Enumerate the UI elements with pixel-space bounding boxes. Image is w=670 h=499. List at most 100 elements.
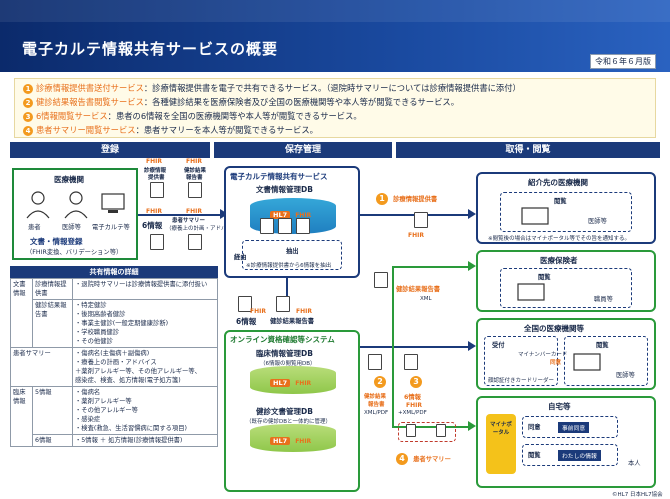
referral-desc-cell: ・退院時サマリーは診療情報提供書に添付扱い — [72, 278, 218, 300]
fhir-label: FHIR — [146, 158, 162, 165]
extract-note: ※診療情報提供書から6情報を抽出 — [246, 263, 332, 269]
smartphone-icon — [486, 414, 516, 474]
number-badge: 4 — [396, 453, 408, 465]
fhir-label: FHIR — [408, 232, 424, 239]
extract-box — [242, 240, 342, 270]
checkup-db-cylinder — [250, 424, 336, 452]
referral-doc-icon — [150, 182, 164, 198]
doctor-icon — [64, 191, 88, 219]
view-item[interactable]: わたしの情報 — [558, 450, 601, 461]
table-row: 健診結果報告書 ・特定健診 ・後期高齢者健診 ・事業主健診(一般定期健康診断) … — [11, 299, 218, 348]
home-consent-label: 同意 — [528, 424, 541, 431]
checkup-doc-icon — [276, 296, 290, 312]
mid-six-label: 6情報 — [236, 317, 257, 326]
list-item: ・事業主健診(一般定期健康診断) — [75, 320, 169, 327]
computer-icon — [521, 207, 549, 225]
extract-label: 抽出 — [286, 248, 299, 255]
service-desc: ：患者の6情報を全国の医療機関等や本人等が閲覧できるサービス。 — [107, 111, 362, 121]
referral-doctor-label: 医師等 — [588, 218, 607, 225]
docs-label-cell: 文書情報 — [10, 278, 33, 348]
clinical-db-cylinder — [250, 366, 336, 394]
consent-item[interactable]: 事前同意 — [558, 422, 590, 433]
list-item: ・後期高齢者健診 — [75, 311, 126, 318]
checkup-cell: 健診結果報告書 — [32, 299, 73, 348]
clinical-db-note: （6情報の閲覧用DB） — [260, 361, 316, 367]
hospital-title: 医療機関 — [54, 175, 84, 184]
flow-line — [392, 266, 470, 268]
list-item: ・傷病名(主傷病＋副傷病) — [75, 350, 150, 357]
hl7-fhir-mark: HL7 FHIR — [270, 202, 311, 221]
number-badge: 1 — [376, 193, 388, 205]
home-box: 自宅等 マイナポータル 同意 事前同意 閲覧 わたしの情報 本人 — [476, 396, 656, 488]
hl7-logo: HL7 — [270, 211, 291, 219]
details-heading: 共有情報の詳細 — [10, 266, 218, 278]
consent-inner — [522, 416, 618, 438]
consent-label: 同意 — [550, 360, 562, 366]
referral-dest-box: 紹介先の医療機関 閲覧 医師等 ※閲覧後の場合はマイナポータル等でその旨を通知す… — [476, 172, 656, 244]
service-desc: ：各種健診結果を医療保険者及び全国の医療機関等や本人等が閲覧できるサービス。 — [143, 97, 459, 107]
details-table: 文書情報 診療情報提供書 ・退院時サマリーは診療情報提供書に添付扱い 健診結果報… — [10, 278, 218, 447]
receive-label: 受付 — [492, 342, 505, 349]
flow-3-six: 6情報 — [404, 394, 421, 401]
table-row: 患者サマリー ・傷病名(主傷病＋副傷病) ・療養上の計画・アドバイス ＋薬剤アレ… — [10, 347, 218, 387]
table-row: 臨床情報 5情報 ・傷病名 ・薬剤アレルギー等 ・その他アレルギー等 ・感染症 … — [10, 386, 218, 447]
service-name: 6情報閲覧サービス — [36, 111, 108, 121]
summary-doc-icon — [436, 424, 446, 437]
number-badge: 3 — [23, 112, 33, 122]
list-item: ・検査(救急、生活習慣病に関する項目) — [75, 425, 187, 432]
service-desc: ：診療情報提供書を電子で共有できるサービス。（退院時サマリーについては診療情報提… — [143, 83, 521, 93]
clinical-db-title: 臨床情報管理DB — [256, 349, 313, 358]
insurer-inner — [500, 268, 632, 308]
hl7-fhir-mark: HL7 FHIR — [270, 370, 311, 389]
person-label: 本人 — [628, 460, 641, 467]
checkup-items-cell: ・特定健診 ・後期高齢者健診 ・事業主健診(一般定期健康診断) ・学校職員健診 … — [72, 299, 218, 348]
card-label: マイナンバーカード — [518, 352, 568, 358]
phase-storage: 保存管理 — [214, 142, 392, 158]
mid-checkup-label: 健診結果報告書 — [270, 318, 315, 325]
db-doc-icon — [296, 218, 310, 234]
flow-1-text: 診療情報提供書 — [393, 196, 438, 203]
computer-icon — [517, 283, 545, 301]
number-badge: 3 — [410, 376, 422, 388]
flow-arrow — [468, 261, 476, 271]
six-doc-icon — [404, 354, 418, 370]
flow-2b-xmlpdf: XML/PDF — [364, 410, 389, 416]
date-badge: 令和６年６月版 — [590, 54, 656, 69]
flow-2-xml: XML — [420, 296, 432, 302]
checkup-doc-icon — [368, 354, 382, 370]
doc-summary-l2: （療養上の計画・アドバイス） — [166, 226, 243, 232]
all-hospitals-title: 全国の医療機関等 — [524, 324, 584, 333]
fhir-label: FHIR — [406, 402, 422, 409]
ehr-service-title: 電子カルテ情報共有サービス — [230, 172, 328, 181]
six-desc-cell: ・5情報 ＋ 処方情報(診療情報提供書) — [72, 434, 218, 447]
hospital-box: 医療機関 患者 医師等 電子カルテ等 文書・情報登録 （FHIR変換、バリデーシ… — [12, 168, 138, 260]
flow-arrow — [468, 341, 476, 351]
list-item: ・その他アレルギー等 — [75, 407, 138, 414]
fhir-logo: FHIR — [295, 212, 312, 219]
route-label: 経由 — [234, 254, 247, 261]
all-hospitals-box: 全国の医療機関等 受付 マイナンバーカード 顔認証付きカードリーダー 同意 閲覧… — [476, 318, 656, 390]
service-name: 診療情報提供書送付サービス — [36, 83, 144, 93]
flow-3-xmlpdf: +XML/PDF — [398, 410, 427, 416]
checkup-db-title: 健診文書管理DB — [256, 407, 313, 416]
flow-line — [138, 214, 222, 216]
hl7-fhir-mark: HL7 FHIR — [270, 428, 311, 447]
fhir-logo: FHIR — [295, 380, 312, 387]
view-inner — [564, 336, 648, 386]
hl7-logo: HL7 — [270, 437, 291, 445]
registration-label: 文書・情報登録 — [30, 237, 83, 246]
reception-inner — [484, 336, 558, 386]
online-system-box: オンライン資格確認等システム 臨床情報管理DB （6情報の閲覧用DB） HL7 … — [224, 330, 360, 492]
number-badge: 4 — [23, 126, 33, 136]
five-cell: 5情報 — [32, 386, 73, 435]
hospital-ehr-label: 電子カルテ等 — [92, 224, 130, 231]
hospital-people-icons — [26, 191, 125, 219]
fhir-label: FHIR — [186, 208, 202, 215]
db-doc-icon — [278, 218, 292, 234]
summary-cell: 患者サマリー — [10, 347, 73, 387]
referral-envelope-icon — [414, 212, 428, 228]
flow-arrow — [468, 209, 476, 219]
